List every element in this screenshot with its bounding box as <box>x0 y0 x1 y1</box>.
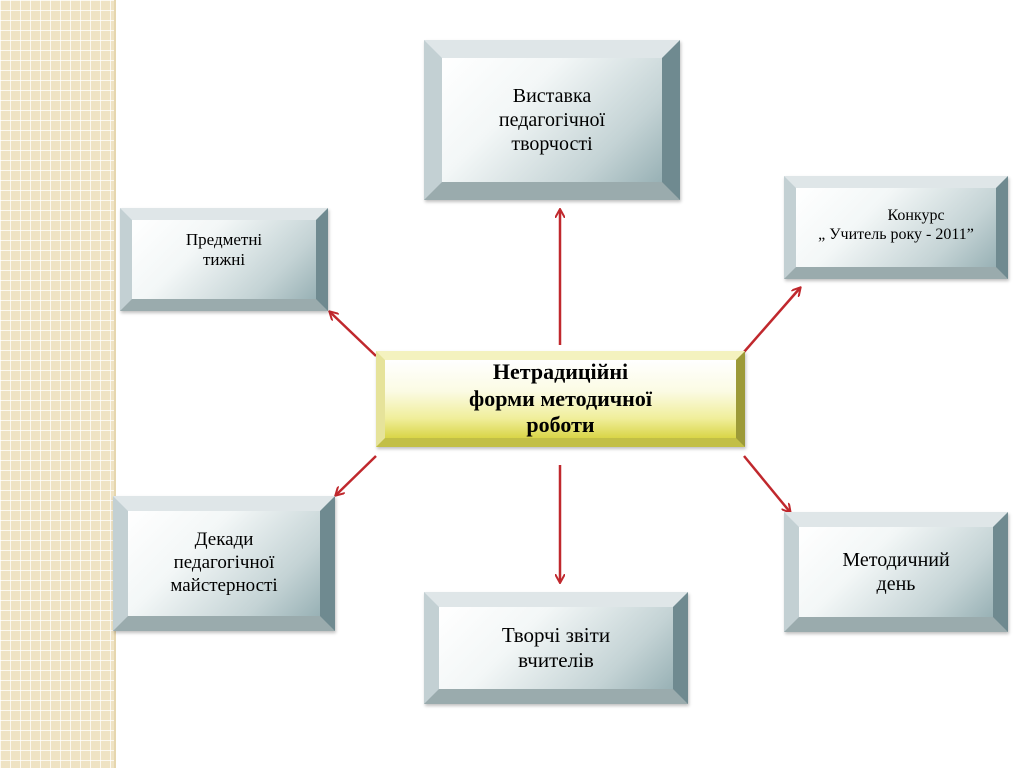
node-decades-mastery: Декади педагогічної майстерності <box>113 496 335 631</box>
decorative-side-stripe <box>0 0 116 768</box>
node-creative-reports-line-2: вчителів <box>518 648 594 672</box>
node-exhibition-line-3: творчості <box>511 133 593 155</box>
node-decades-mastery-line-1: Декади <box>194 529 254 551</box>
node-teacher-contest-line-2: „ Учитель року - 2011” <box>818 226 974 244</box>
node-methodical-day-line-2: день <box>876 573 916 595</box>
node-subject-weeks: Предметні тижні <box>120 208 328 311</box>
arrow-to-bottom-right <box>743 455 790 512</box>
node-methodical-day: Методичний день <box>784 512 1008 632</box>
arrow-to-bottom-left <box>336 455 377 495</box>
center-label-line-2: форми методичної <box>469 385 652 411</box>
center-label-line-3: роботи <box>526 412 595 438</box>
arrow-to-top-right <box>743 288 800 353</box>
node-subject-weeks-line-1: Предметні <box>185 230 263 249</box>
node-methodical-day-line-1: Методичний <box>842 549 950 571</box>
node-decades-mastery-line-2: педагогічної <box>173 552 275 574</box>
node-creative-reports: Творчі звіти вчителів <box>424 592 688 704</box>
arrow-to-top-left <box>330 312 377 357</box>
node-exhibition: Виставка педагогічної творчості <box>424 40 680 200</box>
node-decades-mastery-line-3: майстерності <box>170 574 278 596</box>
center-node: Нетрадиційні форми методичної роботи <box>376 351 745 447</box>
node-creative-reports-line-1: Творчі звіти <box>501 622 611 647</box>
node-subject-weeks-line-2: тижні <box>202 250 246 270</box>
node-exhibition-line-2: педагогічної <box>498 109 606 131</box>
node-exhibition-line-1: Виставка <box>512 85 592 107</box>
node-teacher-contest: Конкурс „ Учитель року - 2011” <box>784 176 1008 279</box>
node-teacher-contest-line-1: Конкурс <box>887 207 945 224</box>
center-label-line-1: Нетрадиційні <box>492 359 629 385</box>
